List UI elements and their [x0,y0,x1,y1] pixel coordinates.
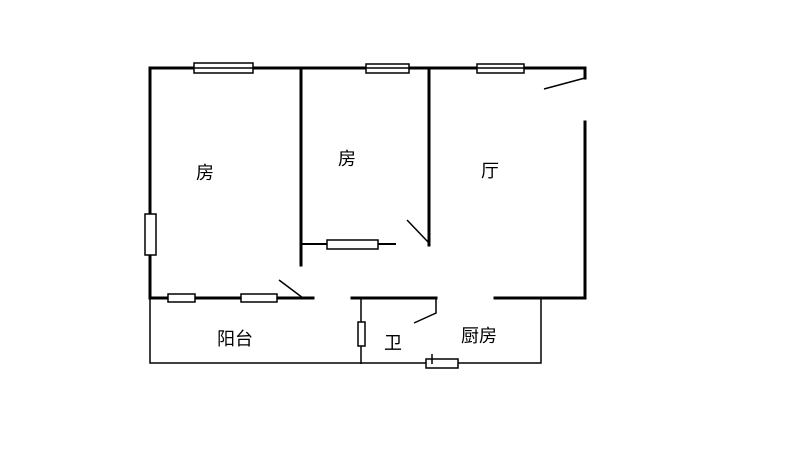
label-balcony: 阳台 [217,329,253,350]
label-living-room: 厅 [481,161,499,182]
window [326,239,379,250]
room-labels: 房 房 厅 阳台 卫 厨房 [196,149,499,354]
doors [278,77,586,324]
windows [144,62,525,369]
window [425,358,459,369]
bedroom-small-door [406,219,430,244]
window [240,293,278,303]
outer-wall-top-left [148,66,587,300]
label-kitchen: 厨房 [461,326,497,347]
balcony-door [278,279,304,299]
window [144,213,157,256]
window [167,293,196,303]
bathroom-door [413,298,437,324]
entrance-door [543,77,586,90]
balcony-outline [149,298,542,364]
window [357,321,366,347]
label-bedroom-large: 房 [196,163,214,184]
label-bedroom-small: 房 [338,149,356,170]
label-bathroom: 卫 [384,333,402,354]
walls [148,66,587,364]
